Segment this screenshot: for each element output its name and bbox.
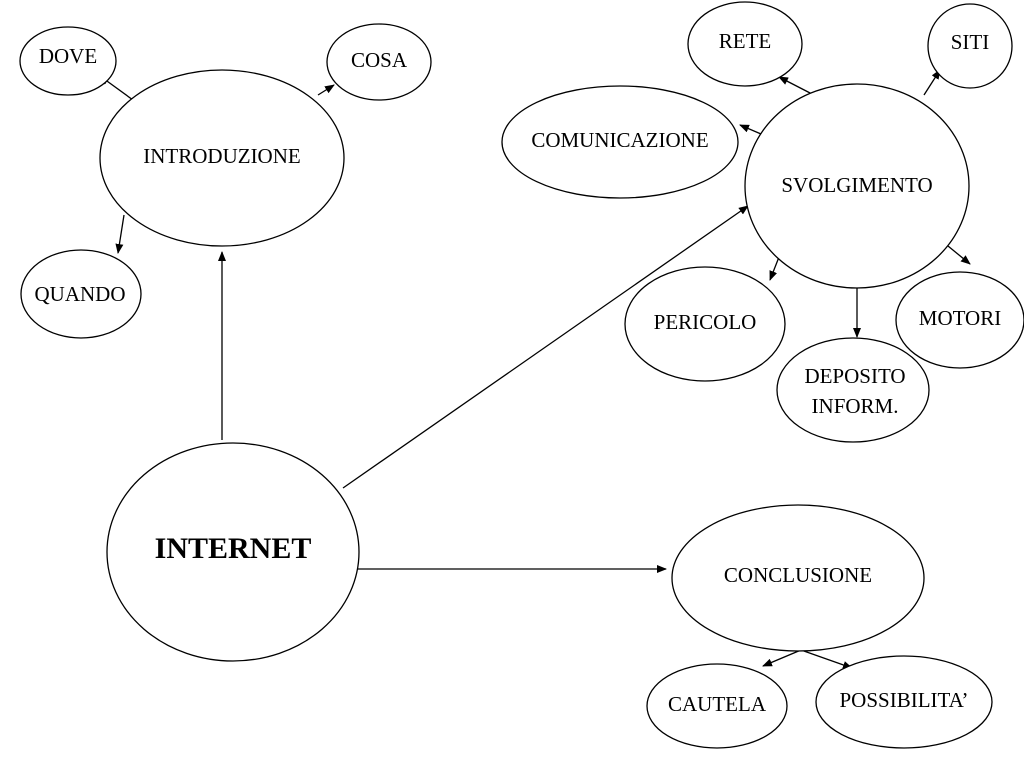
node-comunicazione-label: COMUNICAZIONE <box>531 128 708 152</box>
node-internet-label: INTERNET <box>155 532 312 565</box>
edge-introduzione-cosa <box>317 84 335 96</box>
node-cosa-shape <box>326 23 432 101</box>
edge-svolgimento-rete <box>778 76 813 95</box>
node-deposito-label-line2: INFORM. <box>812 394 899 418</box>
node-pericolo: PERICOLO <box>624 266 786 382</box>
node-quando: QUANDO <box>20 249 142 339</box>
node-cosa: COSA <box>326 23 432 101</box>
edge-introduzione-quando <box>115 214 125 254</box>
node-comunicazione-shape <box>501 85 739 199</box>
node-quando-label: QUANDO <box>35 282 126 306</box>
node-conclusione: CONCLUSIONE <box>671 504 925 652</box>
node-svolgimento-shape <box>744 83 970 289</box>
node-svolgimento-label: SVOLGIMENTO <box>781 173 932 197</box>
node-internet-shape <box>106 442 360 662</box>
node-rete-shape <box>687 1 803 87</box>
edge-internet-svolgimento <box>342 205 749 489</box>
node-dove-shape <box>19 26 117 96</box>
node-conclusione-label: CONCLUSIONE <box>724 563 872 587</box>
node-comunicazione: COMUNICAZIONE <box>501 85 739 199</box>
node-siti: SITI <box>927 3 1013 89</box>
edge-svolgimento-comunicazione <box>739 124 762 135</box>
node-motori: MOTORI <box>895 271 1024 369</box>
node-siti-label: SITI <box>951 30 990 54</box>
node-dove-label: DOVE <box>39 44 97 68</box>
node-pericolo-label: PERICOLO <box>654 310 757 334</box>
node-deposito-shape <box>776 337 930 443</box>
node-motori-shape <box>895 271 1024 369</box>
edge-conclusione-cautela <box>762 649 802 667</box>
node-dove: DOVE <box>19 26 117 96</box>
node-deposito-label-line1: DEPOSITO <box>804 364 905 388</box>
node-conclusione-shape <box>671 504 925 652</box>
node-introduzione: INTRODUZIONE <box>99 69 345 247</box>
node-rete: RETE <box>687 1 803 87</box>
node-introduzione-label: INTRODUZIONE <box>143 144 300 168</box>
edge-svolgimento-pericolo <box>769 256 780 281</box>
node-quando-shape <box>20 249 142 339</box>
node-cautela-shape <box>646 663 788 749</box>
node-possibilita-shape <box>815 655 993 749</box>
node-motori-label: MOTORI <box>919 306 1001 330</box>
node-pericolo-shape <box>624 266 786 382</box>
node-rete-label: RETE <box>719 29 772 53</box>
node-introduzione-shape <box>99 69 345 247</box>
node-cosa-label: COSA <box>351 48 408 72</box>
node-possibilita-label: POSSIBILITA’ <box>840 688 969 712</box>
node-internet: INTERNET <box>106 442 360 662</box>
node-cautela: CAUTELA <box>646 663 788 749</box>
edge-svolgimento-siti <box>923 69 941 96</box>
edges <box>99 69 971 669</box>
node-possibilita: POSSIBILITA’ <box>815 655 993 749</box>
edge-conclusione-possibilita <box>800 649 853 669</box>
node-siti-shape <box>927 3 1013 89</box>
node-deposito-inform: DEPOSITO INFORM. <box>776 337 930 443</box>
edge-svolgimento-motori <box>947 245 971 265</box>
node-cautela-label: CAUTELA <box>668 692 767 716</box>
node-svolgimento: SVOLGIMENTO <box>744 83 970 289</box>
